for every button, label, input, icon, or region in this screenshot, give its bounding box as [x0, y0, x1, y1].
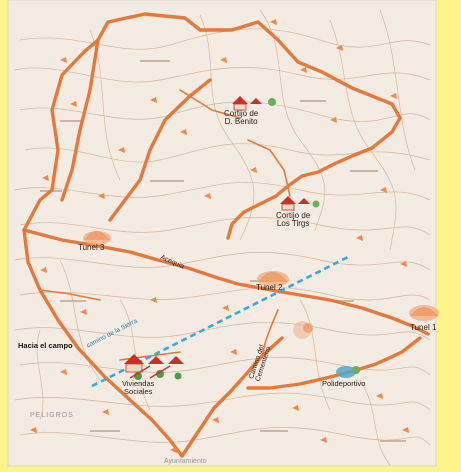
house-icon [124, 354, 184, 380]
map-paper [8, 0, 436, 466]
label-tunel-1: Tunel 1 [410, 323, 437, 332]
tree-icon [293, 321, 313, 339]
label-line: Viviendas [122, 379, 155, 388]
tunnel-icon [257, 271, 289, 287]
label-line: Sociales [124, 386, 153, 396]
house-icon [232, 96, 276, 111]
label-tunel-3: Tunel 3 [78, 243, 105, 252]
underground-channel-path [91, 254, 351, 388]
label-ayuntamiento: Ayuntamiento [164, 458, 207, 465]
label-cortijo-d-benito: Cortijo de D. Benito [224, 109, 259, 127]
label-peligros: PELIGROS [30, 412, 74, 419]
label-line: Cortijo de [224, 109, 259, 118]
house-icon [280, 196, 320, 211]
tunnel-icon [409, 305, 439, 321]
label-viviendas-sociales: Viviendas Sociales [122, 380, 154, 396]
label-line: Los Tirgs [276, 219, 310, 229]
label-line: D. Benito [224, 117, 258, 127]
main-road [22, 12, 430, 458]
label-line: Cortijo de [276, 211, 311, 220]
label-polideportivo: Polideportivo [322, 379, 366, 388]
tree-icon [336, 366, 360, 378]
label-cortijo-los-tirgs: Cortijo de Los Tirgs [276, 211, 311, 229]
tunnel-icon [83, 231, 111, 245]
marker-icon [30, 19, 409, 453]
label-tunel-2: Tunel 2 [256, 283, 283, 292]
label-hacia-el-campo: Hacia el campo [18, 341, 73, 350]
